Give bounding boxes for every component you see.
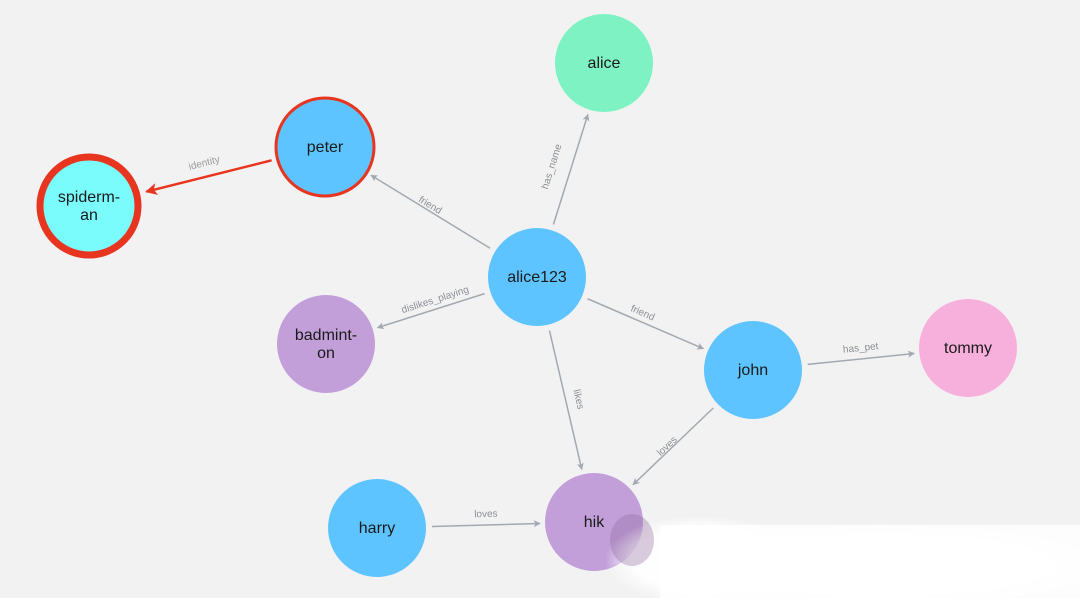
edge-line[interactable] xyxy=(807,350,915,366)
edge-label: friend xyxy=(416,194,443,216)
edge-line[interactable] xyxy=(376,292,485,330)
node-label: harry xyxy=(359,520,395,537)
edge-john-hiking[interactable]: loves xyxy=(632,407,714,486)
edge-line[interactable] xyxy=(370,174,491,249)
edge-label: identity xyxy=(188,154,221,172)
edge-label: dislikes_playing xyxy=(400,284,470,316)
node-spiderman[interactable]: spiderm-an xyxy=(36,153,142,259)
node-badminton[interactable]: badmint-on xyxy=(277,295,375,393)
node-alice123[interactable]: alice123 xyxy=(488,228,586,326)
node-label: alice123 xyxy=(507,269,567,286)
edge-label: has_pet xyxy=(842,341,879,356)
nodes-layer: alice123 alice peter spiderm-an badmint-on jo… xyxy=(36,14,1017,577)
node-label: hik xyxy=(584,514,605,531)
node-label: badmint-on xyxy=(295,327,357,362)
edge-john-tommy[interactable]: has_pet xyxy=(807,341,915,366)
edge-line[interactable] xyxy=(552,113,590,225)
node-circle[interactable] xyxy=(328,479,426,577)
edge-label: loves xyxy=(474,509,498,521)
node-tommy[interactable]: tommy xyxy=(919,299,1017,397)
edge-line[interactable] xyxy=(548,330,584,471)
overlay-layer xyxy=(605,514,1080,598)
edge-line[interactable] xyxy=(431,520,541,528)
edge-line[interactable] xyxy=(145,159,272,195)
node-peter[interactable]: peter xyxy=(274,96,376,198)
node-label: tommy xyxy=(944,340,992,357)
edge-line[interactable] xyxy=(587,298,705,350)
node-label: peter xyxy=(307,139,344,156)
node-harry[interactable]: harry xyxy=(328,479,426,577)
node-circle[interactable] xyxy=(488,228,586,326)
node-label: alice xyxy=(588,55,621,72)
node-label: john xyxy=(737,362,768,379)
edge-line[interactable] xyxy=(632,407,714,486)
node-circle[interactable] xyxy=(919,299,1017,397)
edge-label: loves xyxy=(655,434,679,458)
smudge-overlay xyxy=(605,514,1080,598)
edge-alice123-badminton[interactable]: dislikes_playing xyxy=(376,284,485,330)
node-alice[interactable]: alice xyxy=(555,14,653,112)
edge-harry-hiking[interactable]: loves xyxy=(431,509,541,528)
node-circle[interactable] xyxy=(274,96,376,198)
edge-alice123-john[interactable]: friend xyxy=(587,298,705,350)
edge-alice123-alice[interactable]: has_name xyxy=(540,113,590,225)
edge-alice123-hiking[interactable]: likes xyxy=(548,330,586,471)
node-circle[interactable] xyxy=(277,295,375,393)
edge-alice123-peter[interactable]: friend xyxy=(370,174,491,249)
edge-label: friend xyxy=(629,303,656,323)
edge-peter-spiderman[interactable]: identity xyxy=(145,154,272,195)
node-circle[interactable] xyxy=(36,153,142,259)
node-circle[interactable] xyxy=(555,14,653,112)
edge-label: likes xyxy=(570,388,585,410)
node-label: spiderm-an xyxy=(58,189,120,224)
node-circle[interactable] xyxy=(704,321,802,419)
edge-label: has_name xyxy=(540,142,565,190)
node-john[interactable]: john xyxy=(704,321,802,419)
